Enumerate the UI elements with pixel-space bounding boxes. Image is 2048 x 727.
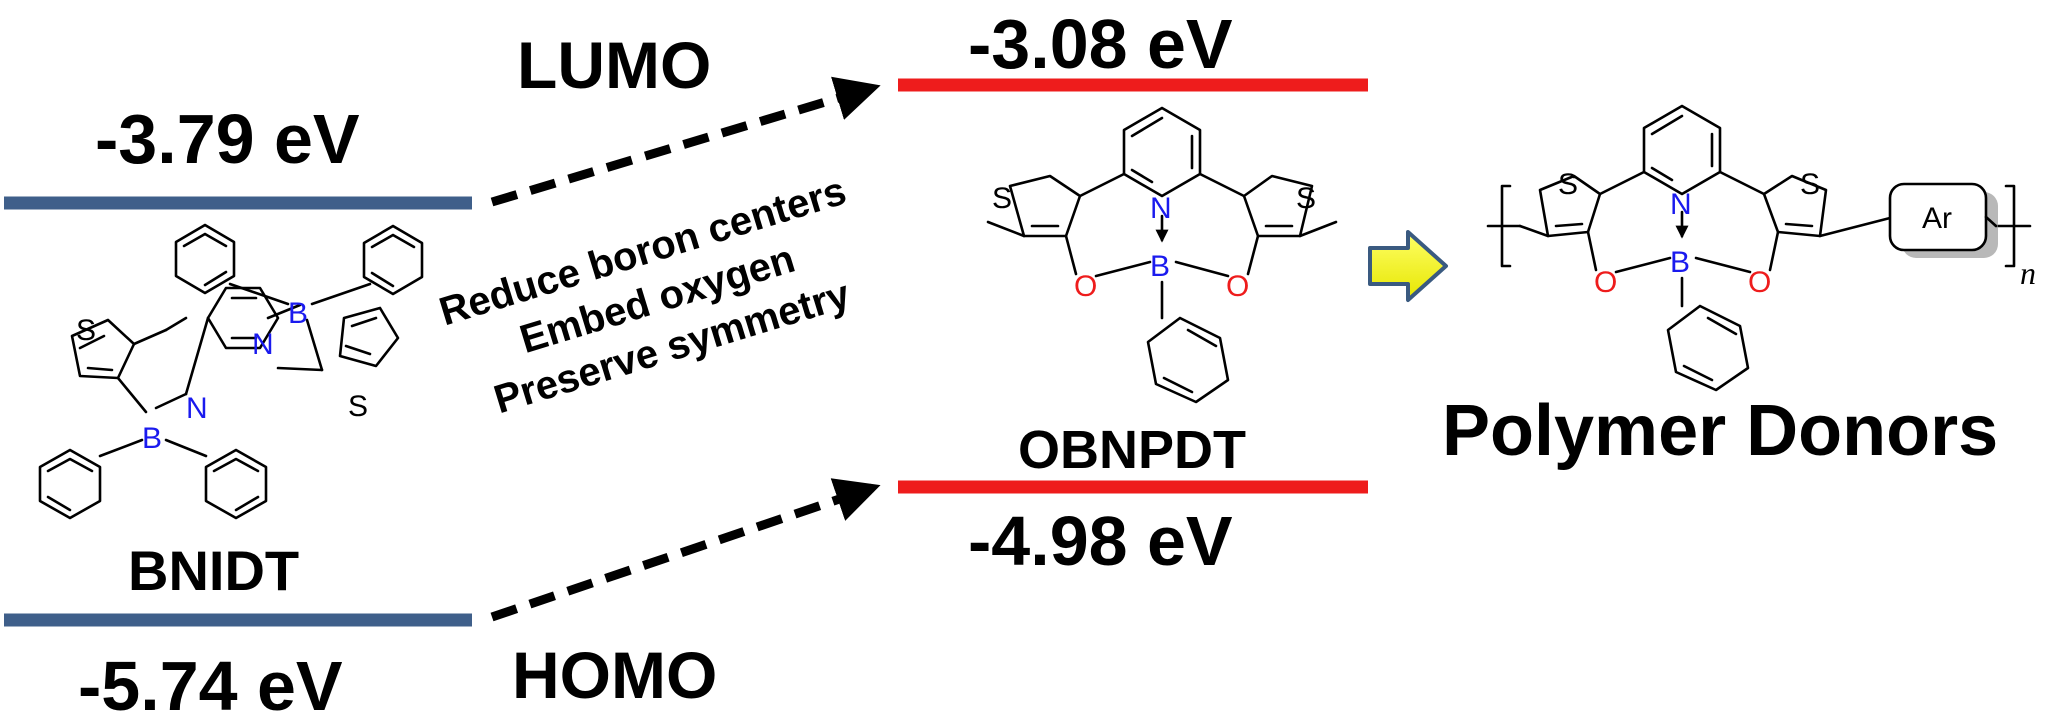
obnpdt-name: OBNPDT bbox=[1018, 420, 1246, 480]
bnidt-name: BNIDT bbox=[128, 539, 299, 602]
polymer-atom-o1: O bbox=[1594, 266, 1617, 299]
design-strategy-text: Reduce boron centers Embed oxygen Preser… bbox=[434, 169, 855, 422]
yellow-right-arrow-icon bbox=[1368, 230, 1448, 302]
bnidt-structure: S S B N N B bbox=[38, 223, 424, 520]
obnpdt-structure: S S N B O O bbox=[986, 106, 1338, 404]
polymer-donors-label: Polymer Donors bbox=[1442, 391, 1998, 471]
right-homo-energy: -4.98 eV bbox=[968, 502, 1233, 580]
bnidt-atom-b1: B bbox=[288, 297, 308, 330]
bnidt-atom-s1: S bbox=[76, 314, 96, 347]
bnidt-atom-n2: N bbox=[186, 392, 208, 425]
homo-label: HOMO bbox=[512, 638, 717, 712]
polymer-atom-s1: S bbox=[1558, 168, 1578, 201]
left-homo-energy: -5.74 eV bbox=[78, 647, 343, 725]
polymer-atom-o2: O bbox=[1748, 266, 1771, 299]
polymer-atom-n: N bbox=[1670, 188, 1692, 221]
bnidt-atom-s2: S bbox=[348, 390, 368, 423]
ar-group-label: Ar bbox=[1922, 202, 1952, 235]
obnpdt-atom-o2: O bbox=[1226, 270, 1249, 303]
obnpdt-atom-b: B bbox=[1150, 250, 1170, 283]
lumo-label: LUMO bbox=[517, 28, 711, 102]
repeat-subscript: n bbox=[2020, 255, 2036, 291]
obnpdt-atom-n: N bbox=[1150, 192, 1172, 225]
polymer-atom-b: B bbox=[1670, 246, 1690, 279]
homo-shift-arrow bbox=[490, 478, 881, 622]
bnidt-atom-n1: N bbox=[252, 328, 274, 361]
polymer-repeat-unit: S S N B O O Ar n bbox=[1486, 104, 2036, 392]
bnidt-atom-b2: B bbox=[142, 422, 162, 455]
obnpdt-atom-s1: S bbox=[992, 182, 1012, 215]
polymer-atom-s2: S bbox=[1800, 168, 1820, 201]
right-lumo-energy: -3.08 eV bbox=[968, 5, 1233, 83]
lumo-shift-arrow bbox=[490, 76, 881, 207]
left-lumo-energy: -3.79 eV bbox=[95, 100, 360, 178]
obnpdt-atom-s2: S bbox=[1296, 182, 1316, 215]
obnpdt-atom-o1: O bbox=[1074, 270, 1097, 303]
